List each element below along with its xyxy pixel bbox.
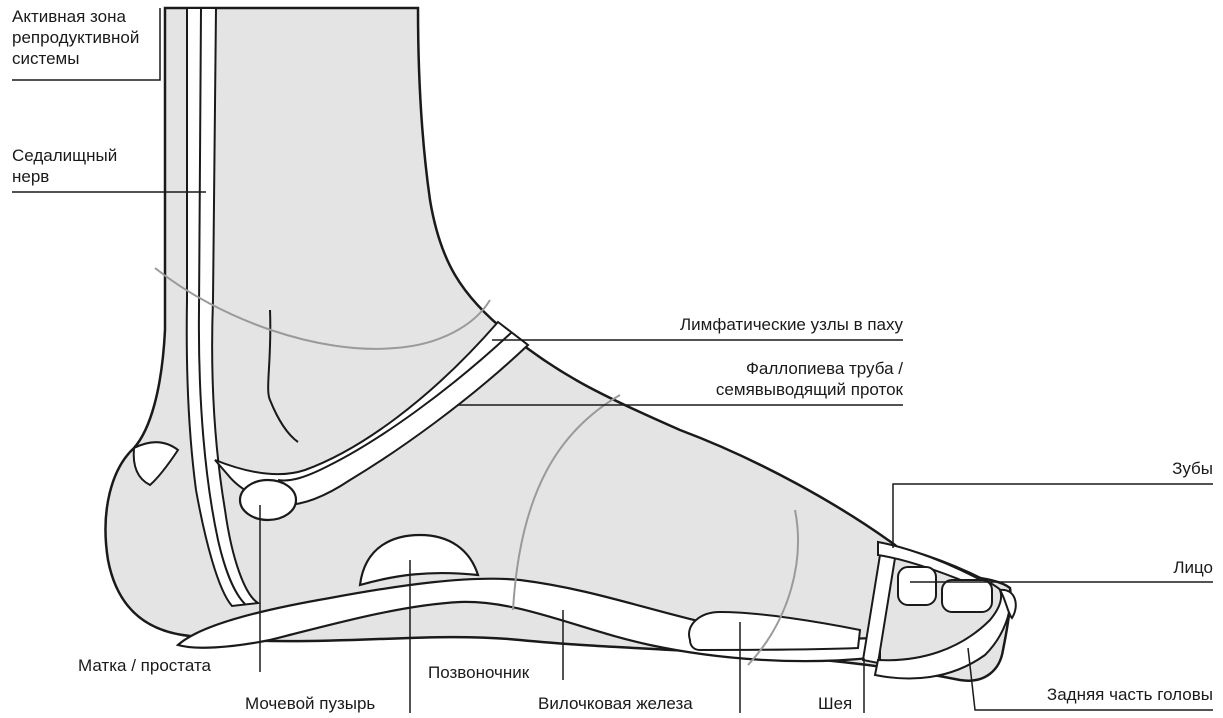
label-reproductive-line-1: Активная зона <box>12 6 139 27</box>
label-fallopian-line-1: Фаллопиева труба / <box>716 358 903 379</box>
label-spine: Позвоночник <box>428 662 529 683</box>
label-bladder: Мочевой пузырь <box>245 693 375 714</box>
label-uterus-prostate: Матка / простата <box>78 655 211 676</box>
face-zone-1 <box>898 567 936 605</box>
label-fallopian-line-2: семявыводящий проток <box>716 379 903 400</box>
face-zone-2 <box>942 580 992 612</box>
label-sciatic-line-1: Седалищный <box>12 145 117 166</box>
label-back-of-head: Задняя часть головы <box>1047 684 1213 705</box>
label-lymph-nodes: Лимфатические узлы в паху <box>680 314 903 335</box>
label-sciatic-line-2: нерв <box>12 166 117 187</box>
label-reproductive-line-2: репродуктивной <box>12 27 139 48</box>
label-thymus: Вилочковая железа <box>538 693 693 714</box>
label-face: Лицо <box>1173 557 1213 578</box>
label-reproductive-zone: Активная зона репродуктивной системы <box>12 6 139 69</box>
label-sciatic-nerve: Седалищный нерв <box>12 145 117 187</box>
uterus-prostate-zone <box>240 480 296 520</box>
label-reproductive-line-3: системы <box>12 48 139 69</box>
label-fallopian-tube: Фаллопиева труба / семявыводящий проток <box>716 358 903 400</box>
label-neck: Шея <box>818 693 852 714</box>
label-teeth: Зубы <box>1172 458 1213 479</box>
leader-teeth <box>893 484 1213 548</box>
